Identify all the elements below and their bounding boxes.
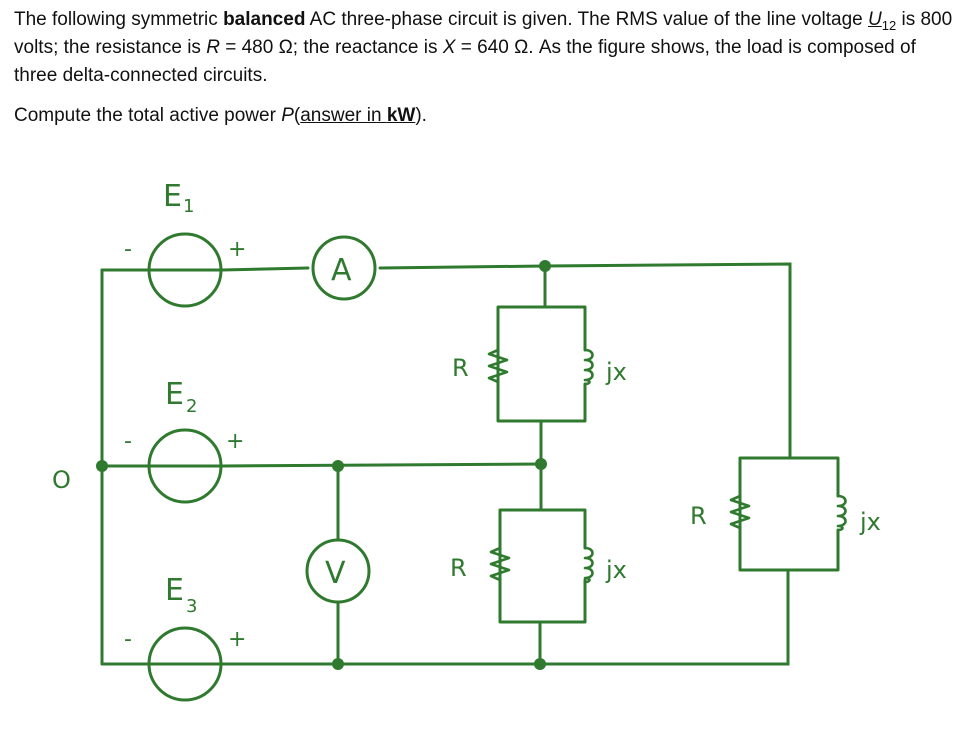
source-2-label: E [165, 377, 184, 412]
problem-description: The following symmetric balanced AC thre… [14, 6, 964, 90]
junction-mid [535, 458, 547, 470]
resistor-1 [487, 348, 509, 384]
middle-wire [100, 462, 543, 468]
bold-balanced: balanced [223, 9, 306, 30]
question-text: Compute the total active power [14, 105, 282, 126]
power-symbol: P [281, 105, 294, 126]
source-3-plus: + [228, 627, 246, 652]
resistor-3 [729, 494, 751, 530]
source-3-subscript: 3 [186, 596, 197, 617]
inductor-1 [583, 348, 594, 386]
voltage-subscript: 12 [881, 17, 897, 33]
neutral-label: O [52, 466, 71, 494]
bottom-wire [100, 568, 790, 666]
problem-statement: The following symmetric balanced AC thre… [14, 6, 964, 130]
voltmeter-circle [305, 538, 371, 604]
load-3-r-label: R [690, 502, 707, 530]
top-wire [100, 262, 792, 460]
question-end: ). [415, 105, 427, 126]
source-1-subscript: 1 [183, 196, 194, 217]
inductor-3 [836, 494, 847, 532]
junction-voltmeter-bottom [332, 658, 344, 670]
meters [305, 235, 377, 604]
answer-prefix: answer in [300, 105, 387, 126]
junction-top [539, 260, 551, 272]
voltmeter-label: V [325, 556, 346, 591]
problem-question: Compute the total active power P(answer … [14, 102, 964, 130]
load-1-frame [496, 264, 587, 466]
intro-text: The following symmetric [14, 9, 224, 30]
labels: E 1 - + E 2 - + E 3 - + O A V R jx R jx … [52, 179, 881, 652]
source-1-minus: - [124, 237, 132, 262]
load-2-x-label: jx [605, 556, 627, 584]
wires [100, 262, 840, 666]
load-2-frame [498, 462, 587, 666]
is-text: is 800 volts; the resistance is [14, 9, 953, 58]
source-2-subscript: 2 [186, 396, 197, 417]
load-2-r-label: R [450, 554, 467, 582]
resistance-symbol: R [206, 37, 220, 58]
source-2-plus: + [226, 429, 244, 454]
load-3-x-label: jx [859, 508, 881, 536]
load-3-frame [738, 456, 840, 572]
circuit-diagram: E 1 - + E 2 - + E 3 - + O A V R jx R jx … [52, 179, 881, 702]
junction-left-mid [96, 460, 108, 472]
resistance-value: = 480 Ω; the reactance is [219, 37, 443, 58]
source-3-label: E [165, 573, 184, 608]
junctions [96, 260, 551, 670]
source-2-minus: - [124, 429, 132, 454]
answer-unit-link: answer in kW [300, 105, 415, 126]
source-3-minus: - [124, 627, 132, 652]
ammeter-circle [311, 235, 377, 301]
junction-bottom [534, 658, 546, 670]
load-1-r-label: R [452, 354, 469, 382]
junction-voltmeter-top [332, 460, 344, 472]
reactance-value: = 640 Ω. As the figure shows, the load i… [14, 37, 916, 86]
answer-unit: kW [386, 105, 416, 126]
intro-continued: AC three-phase circuit is given. The RMS… [305, 9, 868, 30]
voltage-symbol: U [868, 9, 882, 30]
ammeter-label: A [331, 253, 352, 288]
paren-open: ( [293, 105, 301, 126]
reactance-symbol: X [442, 37, 456, 58]
source-1-label: E [163, 179, 182, 214]
resistor-2 [489, 546, 511, 582]
components [487, 348, 847, 584]
inductor-2 [583, 546, 594, 584]
load-1-x-label: jx [605, 358, 627, 386]
source-1-plus: + [228, 237, 246, 262]
